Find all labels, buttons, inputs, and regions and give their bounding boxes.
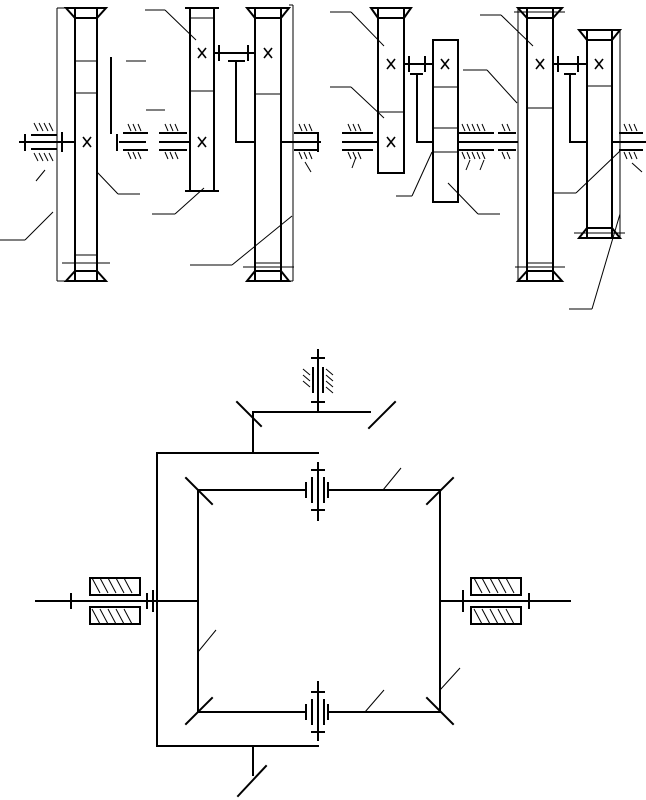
- bevel-gear-square: [184, 476, 455, 726]
- scheme-layshaft-gear-train: [330, 7, 518, 215]
- large-gear-right: [463, 7, 565, 282]
- left-output-shaft: [35, 577, 199, 625]
- bearing-hatch: [33, 122, 54, 162]
- top-pinion: [305, 462, 329, 521]
- intermediate-gear: [110, 57, 165, 160]
- scheme-stepped-gear-train: [463, 7, 646, 310]
- gear-column-left: [330, 7, 413, 174]
- gear-column-right: [396, 39, 518, 215]
- scheme-bevel-differential: [35, 349, 571, 798]
- gear-mark-x: [82, 136, 92, 148]
- right-output-shaft: [439, 577, 571, 625]
- carrier-frame: [156, 452, 319, 798]
- large-gear-1: [62, 7, 110, 282]
- gear-pair-column-2: [145, 7, 219, 215]
- large-gear-3: [243, 4, 294, 282]
- scheme-two-stage-gear-train: [0, 4, 321, 282]
- input-shaft: [19, 122, 76, 162]
- small-gear-right: [553, 29, 646, 310]
- top-input-shaft: [302, 349, 334, 413]
- bottom-pinion: [305, 681, 329, 741]
